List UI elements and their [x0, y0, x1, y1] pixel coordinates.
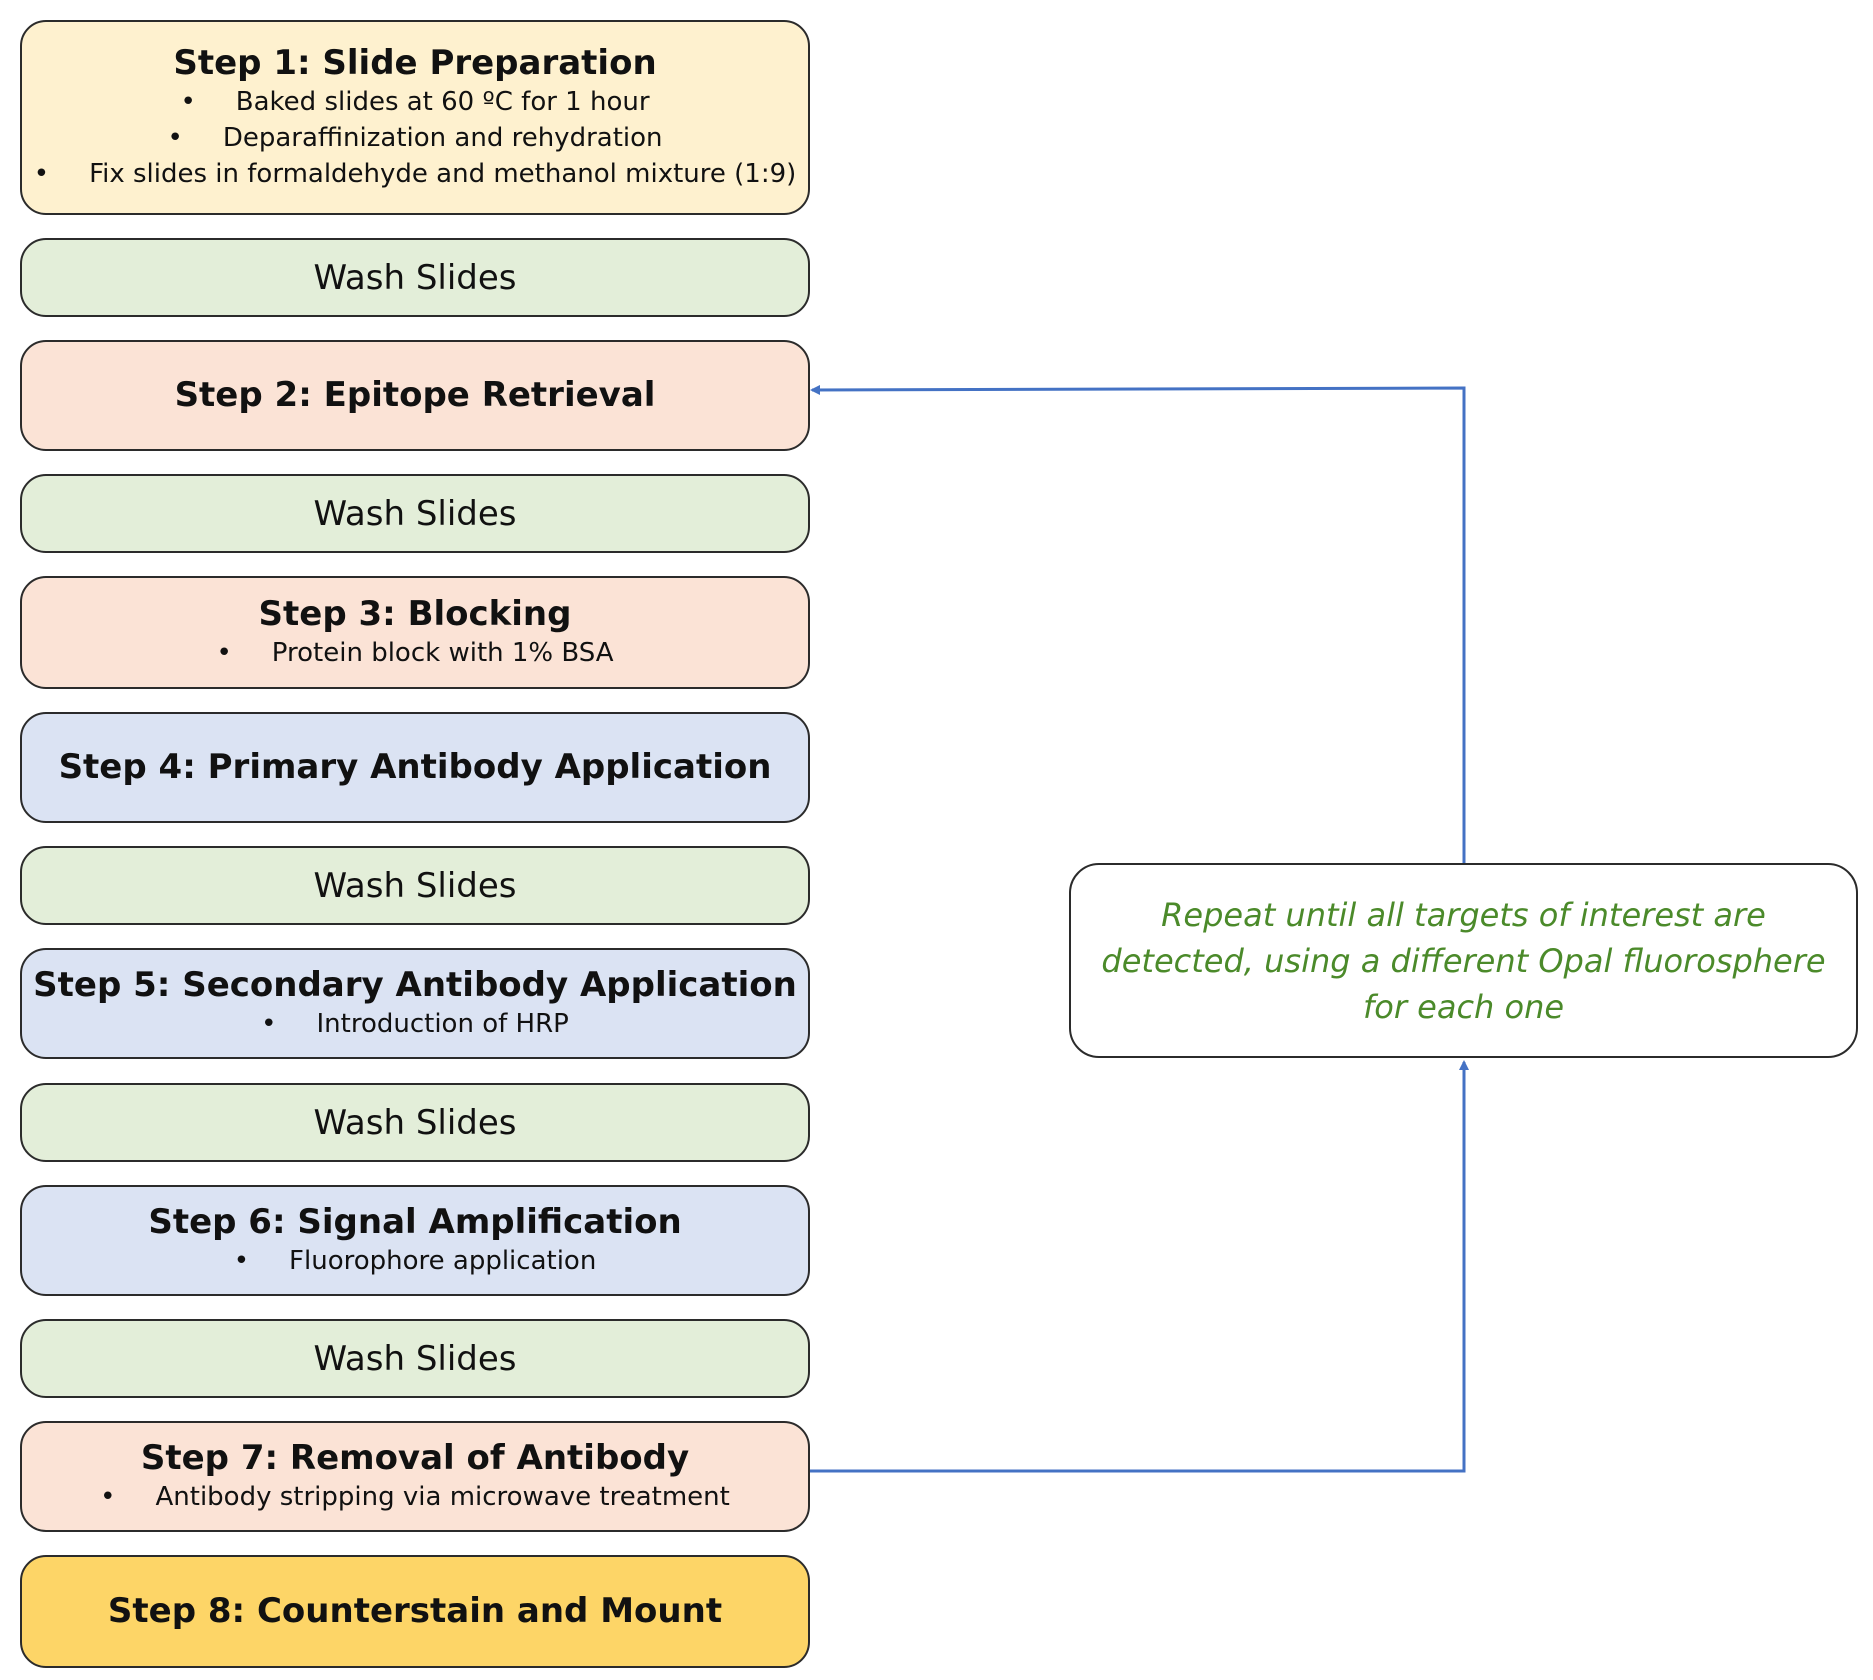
wash-slides-box-2: Wash Slides [20, 474, 810, 553]
step-1-title: Step 1: Slide Preparation [173, 43, 657, 84]
bullet-text: Fluorophore application [289, 1245, 597, 1276]
step-6-bullet-1: • Fluorophore application [234, 1243, 597, 1279]
step-1-bullet-2: • Deparaffinization and rehydration [168, 120, 663, 156]
bullet-text: Protein block with 1% BSA [271, 637, 614, 668]
wash-slides-box-5: Wash Slides [20, 1319, 810, 1398]
step-8-title: Step 8: Counterstain and Mount [107, 1591, 723, 1632]
wash-slides-label: Wash Slides [313, 1102, 517, 1143]
repeat-note-box: Repeat until all targets of interest are… [1069, 863, 1858, 1058]
bullet-icon: • [100, 1481, 116, 1512]
step-7-box: Step 7: Removal of Antibody • Antibody st… [20, 1421, 810, 1532]
wash-slides-label: Wash Slides [313, 865, 517, 906]
bullet-icon: • [233, 1245, 250, 1276]
bullet-icon: • [216, 637, 232, 668]
bullet-text: Baked slides at 60 ºC for 1 hour [235, 86, 650, 117]
bullet-icon: • [33, 158, 50, 189]
step-5-box: Step 5: Secondary Antibody Application •… [20, 948, 810, 1059]
step-7-bullet-1: • Antibody stripping via microwave treatm… [100, 1479, 730, 1515]
wash-slides-label: Wash Slides [313, 257, 517, 298]
step-6-box: Step 6: Signal Amplification • Fluorophor… [20, 1185, 810, 1296]
arrow-from-antibody-removal [810, 1060, 1469, 1473]
step-7-title: Step 7: Removal of Antibody [140, 1438, 690, 1479]
step-6-title: Step 6: Signal Amplification [148, 1202, 682, 1243]
step-1-bullet-3: • Fix slides in formaldehyde and methanol… [34, 156, 797, 192]
step-4-title: Step 4: Primary Antibody Application [58, 747, 772, 788]
arrow-to-epitope-retrieval [810, 384, 1466, 863]
step-2-title: Step 2: Epitope Retrieval [174, 375, 656, 416]
step-5-title: Step 5: Secondary Antibody Application [33, 965, 797, 1006]
wash-slides-box-4: Wash Slides [20, 1083, 810, 1162]
bullet-text: Fix slides in formaldehyde and methanol … [89, 158, 797, 189]
step-3-box: Step 3: Blocking • Protein block with 1% … [20, 576, 810, 689]
step-4-box: Step 4: Primary Antibody Application [20, 712, 810, 823]
bullet-text: Antibody stripping via microwave treatme… [155, 1481, 730, 1512]
bullet-icon: • [261, 1008, 277, 1039]
wash-slides-label: Wash Slides [313, 1338, 517, 1379]
bullet-icon: • [167, 122, 183, 153]
step-5-bullet-1: • Introduction of HRP [261, 1006, 569, 1042]
bullet-text: Deparaffinization and rehydration [222, 122, 663, 153]
wash-slides-label: Wash Slides [313, 493, 517, 534]
step-3-title: Step 3: Blocking [258, 594, 572, 635]
step-1-box: Step 1: Slide Preparation • Baked slides … [20, 20, 810, 215]
bullet-text: Introduction of HRP [316, 1008, 569, 1039]
step-1-bullet-1: • Baked slides at 60 ºC for 1 hour [180, 84, 649, 120]
step-3-bullet-1: • Protein block with 1% BSA [216, 635, 613, 671]
wash-slides-box-3: Wash Slides [20, 846, 810, 925]
step-2-box: Step 2: Epitope Retrieval [20, 340, 810, 451]
step-8-box: Step 8: Counterstain and Mount [20, 1555, 810, 1668]
bullet-icon: • [180, 86, 196, 117]
wash-slides-box-1: Wash Slides [20, 238, 810, 317]
repeat-note-text: Repeat until all targets of interest are… [1101, 895, 1826, 1026]
